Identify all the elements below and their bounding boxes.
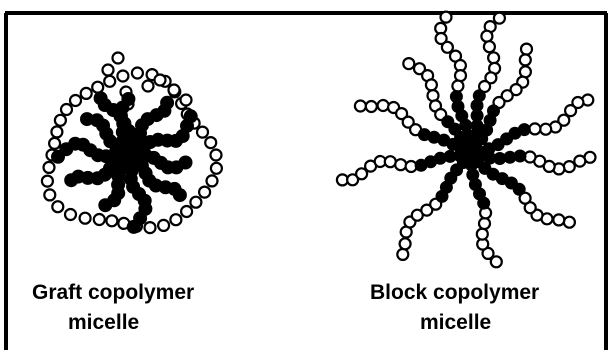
hydrophilic-corona-bead	[520, 54, 531, 65]
hydrophobic-backbone-bead	[161, 96, 174, 109]
hydrophilic-corona-bead	[403, 58, 414, 69]
hydrophilic-corona-bead	[564, 161, 575, 172]
hydrophilic-corona-bead	[574, 156, 585, 167]
hydrophilic-corona-bead	[395, 159, 406, 170]
hydrophilic-corona-bead	[181, 206, 192, 217]
hydrophobic-backbone-bead	[52, 150, 65, 163]
hydrophilic-corona-bead	[397, 249, 408, 260]
hydrophilic-corona-bead	[170, 214, 181, 225]
hydrophilic-corona-bead	[378, 100, 389, 111]
hydrophilic-corona-bead	[484, 41, 495, 52]
hydrophilic-corona-bead	[132, 68, 143, 79]
hydrophobic-backbone-bead	[65, 174, 78, 187]
hydrophilic-corona-bead	[158, 220, 169, 231]
hydrophilic-corona-bead	[106, 215, 117, 226]
hydrophobic-backbone-bead	[173, 189, 186, 202]
hydrophilic-corona-bead	[197, 127, 208, 138]
hydrophilic-corona-bead	[211, 163, 222, 174]
hydrophilic-corona-bead	[488, 52, 499, 63]
hydrophobic-backbone-bead	[184, 110, 197, 123]
hydrophilic-corona-bead	[199, 187, 210, 198]
block-caption: Block copolymer micelle	[370, 278, 610, 338]
hydrophobic-backbone-bead	[179, 156, 192, 169]
hydrophilic-corona-bead	[55, 115, 66, 126]
hydrophilic-corona-bead	[92, 82, 103, 93]
graft-caption-line2: micelle	[32, 308, 272, 338]
hydrophobic-backbone-bead	[122, 93, 135, 106]
block-caption-line2: micelle	[370, 308, 610, 338]
block-caption-line1: Block copolymer	[370, 278, 610, 308]
hydrophilic-corona-bead	[51, 126, 62, 137]
hydrophilic-corona-bead	[400, 238, 411, 249]
hydrophobic-backbone-bead	[127, 220, 140, 233]
hydrophilic-corona-bead	[211, 150, 222, 161]
hydrophilic-corona-bead	[65, 209, 76, 220]
graft-caption-line1: Graft copolymer	[32, 278, 272, 308]
hydrophilic-corona-bead	[452, 81, 463, 92]
hydrophilic-corona-bead	[207, 175, 218, 186]
hydrophilic-corona-bead	[49, 138, 60, 149]
hydrophilic-corona-bead	[479, 218, 490, 229]
hydrophilic-corona-bead	[455, 70, 466, 81]
core-center-bead	[461, 146, 479, 164]
hydrophobic-backbone-bead	[81, 113, 94, 126]
hydrophilic-corona-bead	[155, 75, 166, 86]
hydrophilic-corona-bead	[477, 229, 488, 240]
hydrophilic-corona-bead	[117, 71, 128, 82]
hydrophilic-corona-bead	[70, 95, 81, 106]
hydrophilic-corona-bead	[143, 81, 154, 92]
graft-copolymer-micelle-drawing	[42, 53, 222, 234]
hydrophilic-corona-bead	[103, 65, 114, 76]
hydrophilic-corona-bead	[481, 31, 492, 42]
hydrophilic-corona-bead	[181, 95, 192, 106]
hydrophilic-corona-bead	[529, 123, 540, 134]
hydrophilic-corona-bead	[205, 137, 216, 148]
hydrophilic-corona-bead	[426, 79, 437, 90]
hydrophilic-corona-bead	[385, 156, 396, 167]
hydrophilic-corona-bead	[540, 124, 551, 135]
hydrophobic-backbone-bead	[94, 92, 107, 105]
hydrophilic-corona-bead	[145, 222, 156, 233]
hydrophilic-corona-bead	[441, 12, 452, 23]
hydrophilic-corona-bead	[494, 13, 505, 24]
hydrophilic-corona-bead	[44, 189, 55, 200]
hydrophilic-corona-bead	[61, 104, 72, 115]
hydrophilic-corona-bead	[521, 44, 532, 55]
hydrophilic-corona-bead	[94, 214, 105, 225]
block-copolymer-micelle-drawing	[337, 12, 596, 268]
hydrophilic-corona-bead	[366, 101, 377, 112]
hydrophilic-corona-bead	[169, 85, 180, 96]
hydrophilic-corona-bead	[355, 101, 366, 112]
hydrophilic-corona-bead	[553, 214, 564, 225]
hydrophobic-backbone-bead	[99, 199, 112, 212]
hydrophilic-corona-bead	[190, 197, 201, 208]
hydrophilic-corona-bead	[104, 76, 115, 87]
hydrophilic-corona-bead	[52, 201, 63, 212]
hydrophilic-corona-bead	[42, 176, 53, 187]
graft-caption: Graft copolymer micelle	[32, 278, 272, 338]
core-center-bead	[120, 145, 140, 165]
hydrophilic-corona-bead	[564, 217, 575, 228]
hydrophilic-corona-bead	[44, 162, 55, 173]
hydrophilic-corona-bead	[80, 213, 91, 224]
hydrophilic-corona-bead	[113, 53, 124, 64]
hydrophilic-corona-bead	[81, 88, 92, 99]
